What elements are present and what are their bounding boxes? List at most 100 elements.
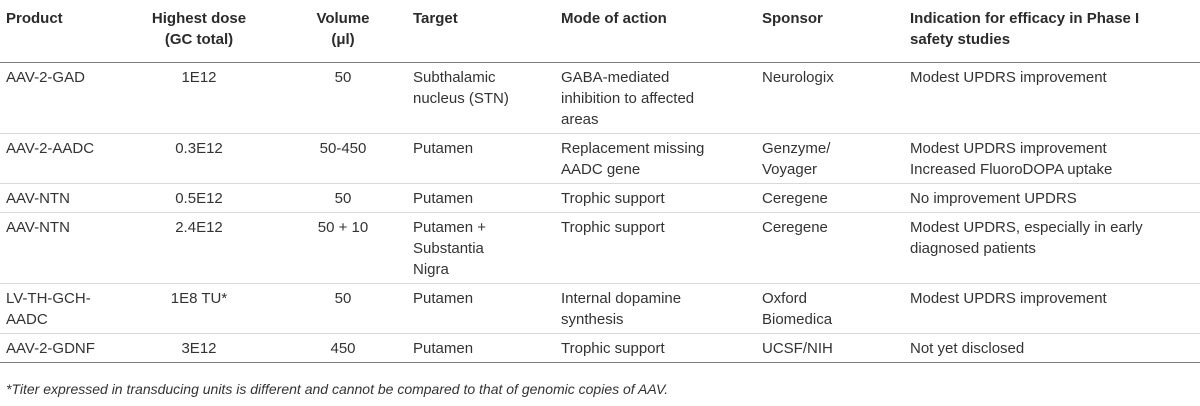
dose-cell: 0.5E12 bbox=[125, 183, 273, 213]
sponsor-cell: Ceregene bbox=[762, 183, 910, 213]
target-cell: Subthalamic nucleus (STN) bbox=[413, 62, 561, 134]
table-row: LV-TH-GCH- AADC 1E8 TU* 50 Putamen Internal d… bbox=[0, 283, 1200, 334]
volume-cell-line: 450 bbox=[330, 340, 356, 357]
mode-of-action-cell-line: AADC gene bbox=[561, 161, 641, 178]
header-volume: Volume(μl) bbox=[273, 8, 413, 63]
product-cell-line: LV-TH-GCH- bbox=[6, 290, 91, 307]
header-indication-line: safety studies bbox=[910, 31, 1011, 48]
indication-cell: No improvement UPDRS bbox=[910, 183, 1200, 213]
sponsor-cell-line: Ceregene bbox=[762, 190, 828, 207]
mode-of-action-cell-line: Replacement missing bbox=[561, 140, 705, 157]
volume-cell-line: 50 bbox=[334, 290, 352, 307]
volume-cell: 50 + 10 bbox=[273, 212, 413, 284]
sponsor-cell-line: Voyager bbox=[762, 161, 818, 178]
dose-cell: 1E12 bbox=[125, 62, 273, 134]
sponsor-cell: Neurologix bbox=[762, 62, 910, 134]
product-cell: AAV-NTN bbox=[0, 212, 125, 284]
header-sponsor-line: Sponsor bbox=[762, 10, 823, 27]
dose-cell-line: 1E8 TU* bbox=[170, 290, 228, 307]
header-target: Target bbox=[413, 8, 561, 63]
header-highest-dose-line: Highest dose bbox=[151, 10, 247, 27]
header-mode-of-action: Mode of action bbox=[561, 8, 762, 63]
header-highest-dose: Highest dose (GC total) bbox=[125, 8, 273, 63]
sponsor-cell: Genzyme/Voyager bbox=[762, 133, 910, 184]
sponsor-cell-line: Biomedica bbox=[762, 311, 833, 328]
mode-of-action-cell-line: inhibition to affected bbox=[561, 90, 695, 107]
target-cell-line: Subthalamic bbox=[413, 69, 496, 86]
header-product: Product bbox=[0, 8, 125, 63]
target-cell-line: Putamen + bbox=[413, 219, 486, 236]
mode-of-action-cell: Trophic support bbox=[561, 212, 762, 284]
indication-cell-line: Not yet disclosed bbox=[910, 340, 1025, 357]
table-footnote: *Titer expressed in transducing units is… bbox=[6, 381, 669, 397]
dose-cell: 0.3E12 bbox=[125, 133, 273, 184]
dose-cell-line: 1E12 bbox=[181, 69, 217, 86]
sponsor-cell-line: Ceregene bbox=[762, 219, 828, 236]
target-cell-line: Nigra bbox=[413, 261, 449, 278]
header-mode-of-action-line: Mode of action bbox=[561, 10, 667, 27]
target-cell: Putamen bbox=[413, 133, 561, 184]
volume-cell: 450 bbox=[273, 333, 413, 363]
volume-cell: 50 bbox=[273, 183, 413, 213]
mode-of-action-cell-line: Internal dopamine bbox=[561, 290, 682, 307]
indication-cell-line: Modest UPDRS, especially in early bbox=[910, 219, 1143, 236]
sponsor-cell-line: Neurologix bbox=[762, 69, 834, 86]
product-cell-line: AADC bbox=[6, 311, 48, 328]
product-cell: AAV-2-GDNF bbox=[0, 333, 125, 363]
product-cell-line: AAV-2-GDNF bbox=[6, 340, 95, 357]
indication-cell-line: diagnosed patients bbox=[910, 240, 1036, 257]
volume-cell-line: 50 bbox=[334, 69, 352, 86]
target-cell-line: Substantia bbox=[413, 240, 484, 257]
product-cell: LV-TH-GCH- AADC bbox=[0, 283, 125, 334]
header-product-line: Product bbox=[6, 10, 63, 27]
product-cell-line: AAV-NTN bbox=[6, 190, 70, 207]
volume-cell: 50 bbox=[273, 283, 413, 334]
mode-of-action-cell-line: areas bbox=[561, 111, 599, 128]
target-cell-line: Putamen bbox=[413, 290, 474, 307]
dose-cell-line: 3E12 bbox=[181, 340, 217, 357]
target-cell-line: Putamen bbox=[413, 340, 474, 357]
mode-of-action-cell: Trophic support bbox=[561, 333, 762, 363]
sponsor-cell: Ceregene bbox=[762, 212, 910, 284]
mode-of-action-cell-line: Trophic support bbox=[561, 190, 665, 207]
indication-cell-line: Modest UPDRS improvement bbox=[910, 69, 1107, 86]
header-indication: Indication for efficacy in Phase I safety… bbox=[910, 8, 1200, 63]
header-highest-dose-line: (GC total) bbox=[164, 31, 234, 48]
dose-cell: 1E8 TU* bbox=[125, 283, 273, 334]
indication-cell-line: Increased FluoroDOPA uptake bbox=[910, 161, 1113, 178]
sponsor-cell-line: Genzyme/ bbox=[762, 140, 831, 157]
sponsor-cell-line: Oxford bbox=[762, 290, 808, 307]
header-row: Product Highest dose (GC total) Volume(μl)T… bbox=[0, 8, 1200, 63]
product-cell-line: AAV-2-AADC bbox=[6, 140, 95, 157]
header-indication-line: Indication for efficacy in Phase I bbox=[910, 10, 1140, 27]
indication-cell: Modest UPDRS improvement bbox=[910, 283, 1200, 334]
target-cell-line: Putamen bbox=[413, 190, 474, 207]
indication-cell-line: Modest UPDRS improvement bbox=[910, 290, 1107, 307]
dose-cell-line: 2.4E12 bbox=[175, 219, 223, 236]
sponsor-cell: UCSF/NIH bbox=[762, 333, 910, 363]
header-volume-line: (μl) bbox=[331, 31, 355, 48]
mode-of-action-cell-line: Trophic support bbox=[561, 219, 665, 236]
indication-cell: Modest UPDRS, especially in early diagnos… bbox=[910, 212, 1200, 284]
product-cell: AAV-2-AADC bbox=[0, 133, 125, 184]
indication-cell-line: Modest UPDRS improvement bbox=[910, 140, 1107, 157]
indication-cell: Not yet disclosed bbox=[910, 333, 1200, 363]
target-cell-line: Putamen bbox=[413, 140, 474, 157]
dose-cell-line: 0.3E12 bbox=[175, 140, 223, 157]
target-cell-line: nucleus (STN) bbox=[413, 90, 509, 107]
product-cell-line: AAV-2-GAD bbox=[6, 69, 85, 86]
indication-cell: Modest UPDRS improvement bbox=[910, 62, 1200, 134]
indication-cell-line: No improvement UPDRS bbox=[910, 190, 1077, 207]
target-cell: Putamen bbox=[413, 183, 561, 213]
